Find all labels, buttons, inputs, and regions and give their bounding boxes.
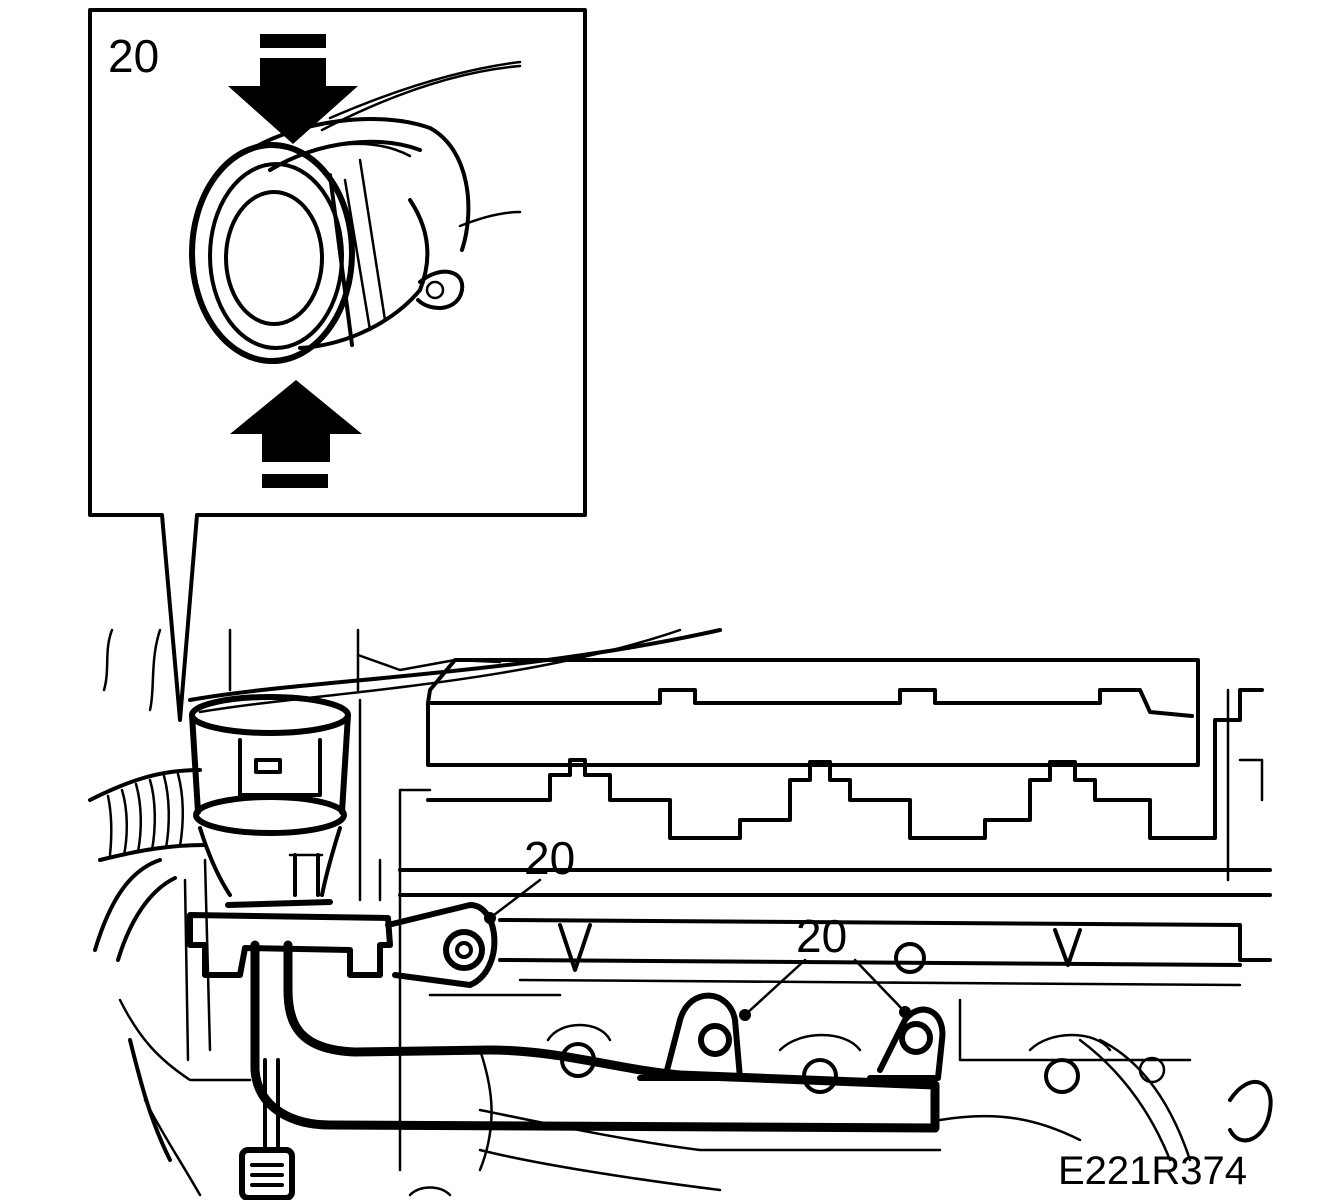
bracket-bolt [443, 929, 485, 971]
inset-label: 20 [108, 30, 159, 82]
connector-housing [189, 694, 351, 897]
press-arrow-bottom [230, 380, 362, 488]
press-arrow-top [228, 34, 358, 144]
callout-label-pipe-flanges: 20 [796, 910, 847, 962]
callout-label-bracket-bolt: 20 [524, 832, 575, 884]
cylinder-head-flange [498, 918, 1272, 967]
inset-frame [88, 8, 587, 722]
callout-pipe-flanges: 20 [739, 910, 911, 1021]
detail-inset: 20 [88, 8, 587, 722]
reference-code: E221R374 [1058, 1149, 1247, 1193]
intake-hose [88, 768, 252, 1197]
callout-bracket-bolt: 20 [484, 832, 575, 924]
mounting-bracket [187, 899, 498, 988]
engine-body [102, 628, 1273, 1197]
connector-detail [189, 60, 522, 364]
valve-cover-rail [426, 658, 1200, 767]
valve-cover-comb [426, 688, 1264, 840]
fuel-pipe [239, 940, 946, 1200]
